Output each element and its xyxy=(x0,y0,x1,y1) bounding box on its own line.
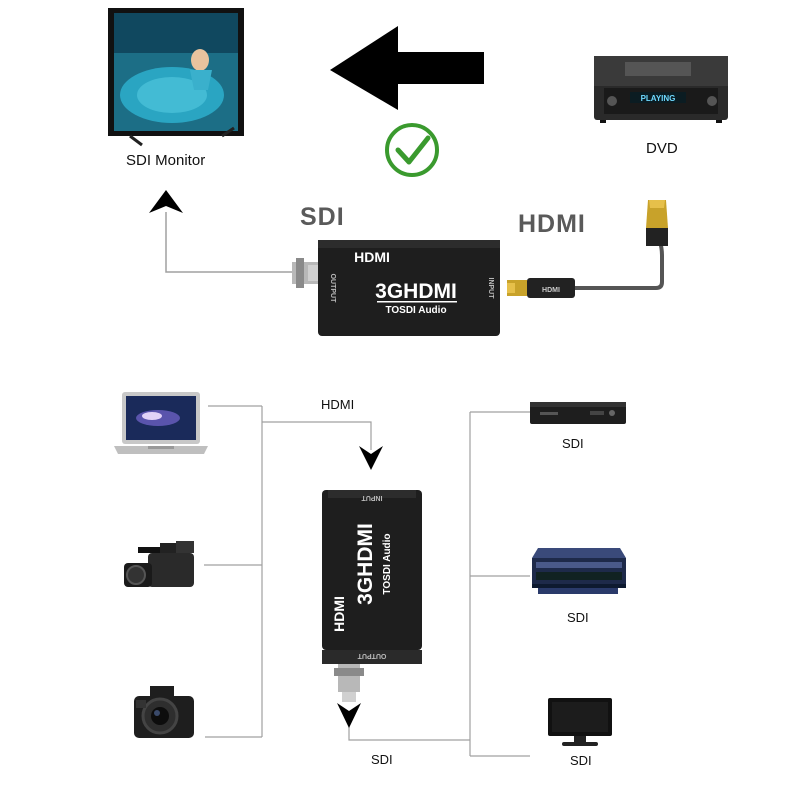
bottom-port-input: INPUT xyxy=(361,494,383,501)
target-label-dvr: SDI xyxy=(562,436,584,451)
down-arrow-into-converter-icon xyxy=(359,446,383,470)
dslr-camera-icon xyxy=(134,686,194,738)
top-model-line1: 3GHDMI xyxy=(375,280,457,303)
top-port-output: OUTPUT xyxy=(329,274,336,304)
laptop-icon xyxy=(114,392,208,454)
top-bnc-connector-icon xyxy=(292,258,318,288)
bottom-model-line1: 3GHDMI xyxy=(354,523,377,605)
big-black-arrow-left-icon xyxy=(330,26,484,110)
bottom-port-output: OUTPUT xyxy=(357,652,387,659)
top-sdi-label: SDI xyxy=(300,203,345,231)
top-hdmi-label: HDMI xyxy=(518,210,586,238)
monitor-label: SDI Monitor xyxy=(126,152,206,169)
bottom-bnc-connector-icon xyxy=(334,664,364,702)
dvd-display-text: PLAYING xyxy=(641,94,676,103)
hdmi-cable-icon: HDMI xyxy=(507,200,668,298)
target-label-matrix: SDI xyxy=(567,610,589,625)
top-sdi-line xyxy=(165,212,292,273)
bottom-brand-logo: HDMI xyxy=(331,596,347,632)
cable-brand-text: HDMI xyxy=(542,287,560,294)
bottom-hdmi-label: HDMI xyxy=(321,397,355,412)
left-connection-lines xyxy=(204,405,372,738)
top-converter: HDMI 3GHDMI TOSDI Audio OUTPUT INPUT xyxy=(318,240,500,336)
camcorder-icon xyxy=(124,541,194,587)
top-brand-logo: HDMI xyxy=(354,249,390,265)
up-arrow-icon xyxy=(149,190,183,213)
dvr-recorder-icon xyxy=(530,402,626,424)
top-model-line2: TOSDI Audio xyxy=(385,305,446,316)
sdi-monitor-icon xyxy=(108,8,244,147)
dvd-player-icon: PLAYING xyxy=(594,56,728,123)
down-arrow-output-icon xyxy=(337,703,361,728)
bottom-sdi-label: SDI xyxy=(371,752,393,767)
target-label-monitor: SDI xyxy=(570,753,592,768)
bottom-converter: INPUT OUTPUT 3GHDMI TOSDI Audio HDMI xyxy=(322,490,422,664)
top-port-input: INPUT xyxy=(487,278,494,300)
flat-monitor-icon xyxy=(548,698,612,746)
green-check-icon xyxy=(385,123,439,177)
bottom-model-line2: TOSDI Audio xyxy=(382,533,393,594)
dvd-label: DVD xyxy=(646,140,678,157)
matrix-switcher-icon xyxy=(532,548,626,594)
